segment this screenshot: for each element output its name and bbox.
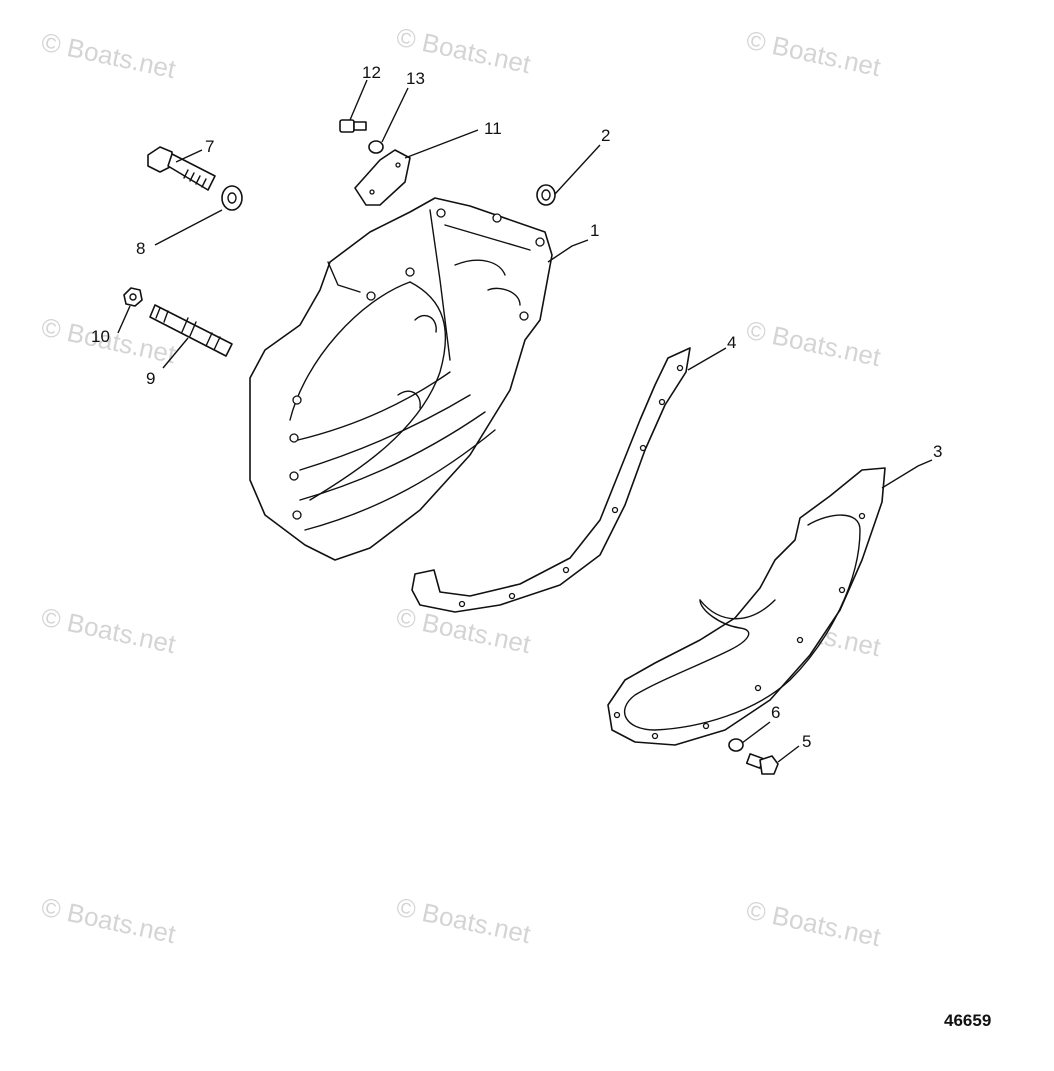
plug-2 bbox=[536, 184, 556, 206]
callout-7: 7 bbox=[205, 137, 214, 156]
leader-13 bbox=[381, 87, 409, 143]
watermark: © Boats.net bbox=[39, 892, 179, 950]
leader-11 bbox=[404, 129, 479, 159]
washer-8 bbox=[221, 185, 243, 211]
washer-6 bbox=[728, 738, 744, 752]
callout-2: 2 bbox=[601, 126, 610, 145]
screw-12 bbox=[339, 119, 367, 133]
leader-8 bbox=[154, 209, 223, 246]
leader-2 bbox=[554, 144, 601, 195]
leader-3 bbox=[881, 459, 933, 489]
callout-10: 10 bbox=[91, 327, 110, 346]
watermark: © Boats.net bbox=[39, 602, 179, 660]
callout-5: 5 bbox=[802, 732, 811, 751]
leader-4 bbox=[687, 347, 727, 371]
leader-1 bbox=[547, 239, 589, 263]
callout-12: 12 bbox=[362, 63, 381, 82]
callout-6: 6 bbox=[771, 703, 780, 722]
watermark: © Boats.net bbox=[744, 25, 884, 83]
leader-12 bbox=[349, 79, 368, 121]
leader-7 bbox=[175, 149, 203, 163]
screw-5 bbox=[745, 753, 779, 775]
cover-plate-3 bbox=[607, 467, 886, 746]
callouts: 1 2 3 4 5 6 7 8 9 10 11 12 13 bbox=[91, 63, 942, 751]
leader-10 bbox=[117, 305, 131, 334]
leader-6 bbox=[741, 721, 771, 744]
leader-lines bbox=[117, 79, 933, 763]
callout-1: 1 bbox=[590, 221, 599, 240]
callout-4: 4 bbox=[727, 333, 736, 352]
callout-11: 11 bbox=[484, 119, 502, 138]
callout-13: 13 bbox=[406, 69, 425, 88]
nut-10 bbox=[123, 287, 143, 307]
watermark: © Boats.net bbox=[744, 895, 884, 953]
stud-9 bbox=[149, 304, 233, 357]
flywheel-housing bbox=[249, 197, 553, 561]
callout-9: 9 bbox=[146, 369, 155, 388]
watermark: © Boats.net bbox=[744, 315, 884, 373]
leader-9 bbox=[162, 337, 189, 369]
bolt-7 bbox=[147, 146, 216, 191]
watermark: © Boats.net bbox=[39, 27, 179, 85]
callout-3: 3 bbox=[933, 442, 942, 461]
callout-8: 8 bbox=[136, 239, 145, 258]
small-plate-11 bbox=[354, 149, 411, 206]
leader-5 bbox=[777, 745, 800, 763]
watermark: © Boats.net bbox=[394, 892, 534, 950]
gasket-4 bbox=[411, 347, 691, 613]
figure-number: 46659 bbox=[944, 1011, 991, 1030]
washer-13 bbox=[368, 140, 384, 154]
